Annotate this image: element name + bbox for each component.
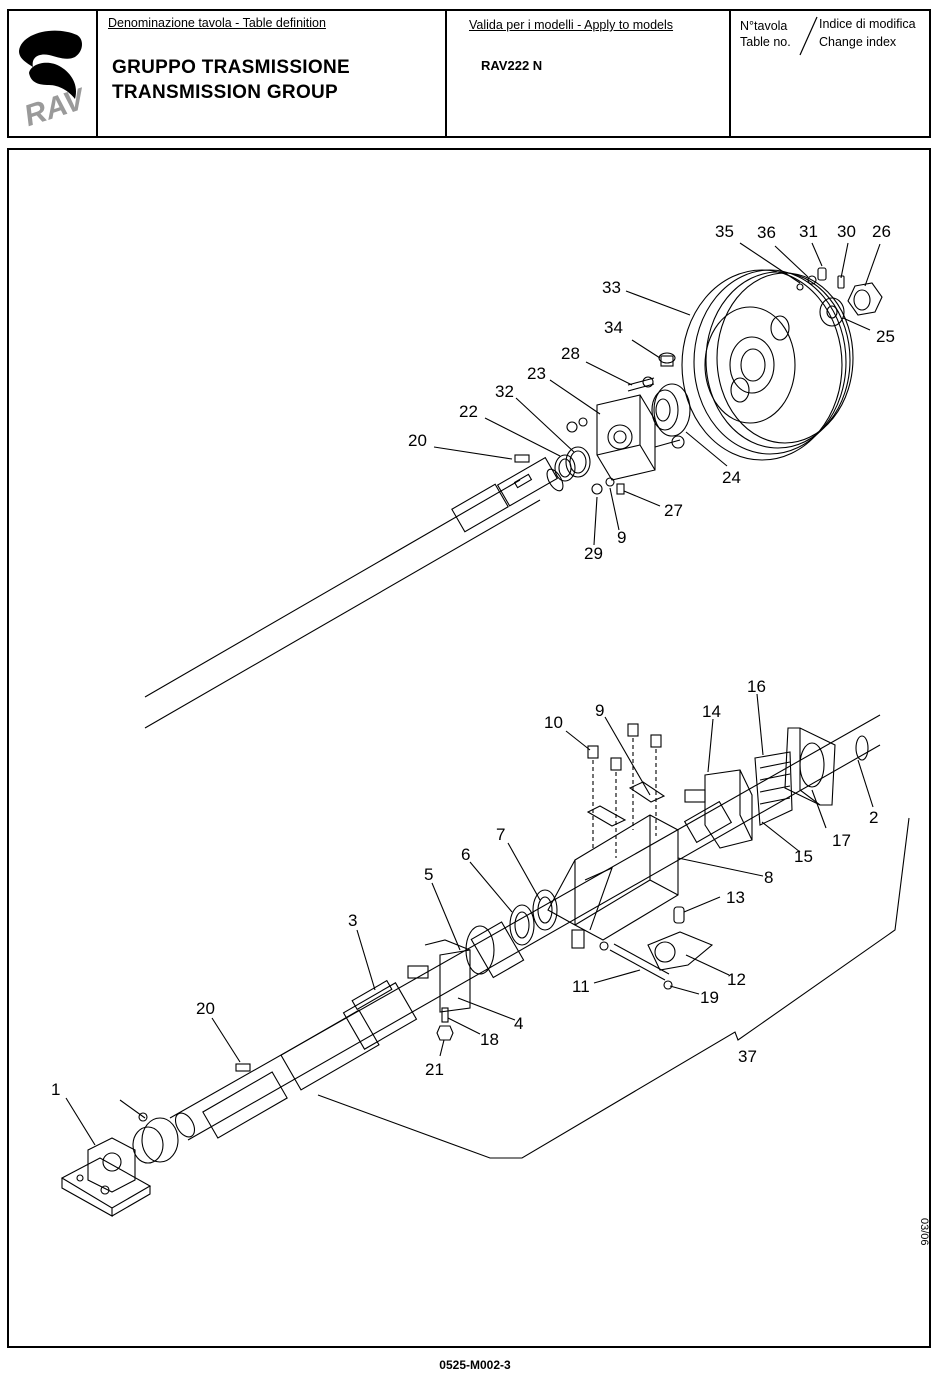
callout-21: 21 bbox=[425, 1060, 444, 1079]
ring-7 bbox=[509, 904, 535, 946]
bearing-24 bbox=[651, 383, 691, 437]
callout-20-upper: 20 bbox=[408, 431, 427, 450]
change-index-italian: Indice di modifica bbox=[819, 17, 916, 31]
callout-33: 33 bbox=[602, 278, 621, 297]
support-bracket-5 bbox=[407, 939, 471, 1013]
assembly-bracket-37 bbox=[317, 817, 910, 1159]
pulley-33 bbox=[681, 269, 854, 461]
callout-3: 3 bbox=[348, 911, 357, 930]
clamp-3 bbox=[351, 979, 393, 1011]
callout-35: 35 bbox=[715, 222, 734, 241]
model-name: RAV222 N bbox=[481, 58, 543, 73]
callout-10: 10 bbox=[544, 713, 563, 732]
drawing-code: 0525-M002-3 bbox=[439, 1358, 511, 1372]
callout-6: 6 bbox=[461, 845, 470, 864]
models-label: Valida per i modelli - Apply to models bbox=[469, 18, 674, 32]
callout-11: 11 bbox=[572, 977, 590, 996]
callout-18: 18 bbox=[480, 1030, 499, 1049]
models-cell: Valida per i modelli - Apply to models R… bbox=[447, 11, 731, 136]
callout-20-lower: 20 bbox=[196, 999, 215, 1018]
definition-label: Denominazione tavola - Table definition bbox=[108, 16, 326, 30]
callout-19: 19 bbox=[700, 988, 719, 1007]
callout-22: 22 bbox=[459, 402, 478, 421]
callout-25: 25 bbox=[876, 327, 895, 346]
callout-30: 30 bbox=[837, 222, 856, 241]
bearing-housing-23 bbox=[596, 394, 656, 481]
callout-15: 15 bbox=[794, 847, 813, 866]
table-no-italian: N°tavola bbox=[740, 19, 788, 33]
callout-13: 13 bbox=[726, 888, 745, 907]
callout-37: 37 bbox=[738, 1047, 757, 1066]
logo-cell: RAV bbox=[9, 11, 98, 136]
callout-17: 17 bbox=[832, 831, 851, 850]
washer-25 bbox=[819, 297, 845, 327]
callout-23: 23 bbox=[527, 364, 546, 383]
callout-5: 5 bbox=[424, 865, 433, 884]
key-upper bbox=[514, 454, 530, 463]
flange-17 bbox=[784, 727, 836, 806]
revision-date: 03/06 bbox=[918, 1218, 930, 1246]
gearbox-14 bbox=[683, 769, 753, 849]
callout-8: 8 bbox=[764, 868, 773, 887]
callout-27: 27 bbox=[664, 501, 683, 520]
callout-7: 7 bbox=[496, 825, 505, 844]
pin-13 bbox=[673, 906, 685, 924]
key-lower bbox=[235, 1063, 251, 1072]
definition-cell: Denominazione tavola - Table definition … bbox=[98, 11, 447, 136]
screws-10 bbox=[586, 723, 666, 858]
nut-26 bbox=[847, 282, 883, 316]
callout-26: 26 bbox=[872, 222, 891, 241]
change-index-english: Change index bbox=[819, 35, 897, 49]
callout-numbers: 35 36 31 30 26 33 25 34 28 23 32 22 20 2… bbox=[51, 222, 895, 1099]
callout-32: 32 bbox=[495, 382, 514, 401]
lower-shaft bbox=[169, 714, 881, 1141]
callout-1: 1 bbox=[51, 1080, 60, 1099]
leader-lines bbox=[65, 242, 881, 1146]
title-block: RAV Denominazione tavola - Table definit… bbox=[7, 9, 931, 138]
callout-31: 31 bbox=[799, 222, 818, 241]
housing-8 bbox=[547, 814, 679, 949]
ring-22 bbox=[554, 454, 576, 482]
upper-shaft bbox=[144, 456, 564, 729]
callout-2: 2 bbox=[869, 808, 878, 827]
table-no-english: Table no. bbox=[740, 35, 791, 49]
callout-9-upper: 9 bbox=[617, 528, 626, 547]
title-italian: GRUPPO TRASMISSIONE bbox=[112, 57, 350, 78]
title-english: TRANSMISSION GROUP bbox=[112, 82, 339, 103]
callout-29: 29 bbox=[584, 544, 603, 563]
bushing-6 bbox=[465, 925, 495, 975]
callout-9-lower: 9 bbox=[595, 701, 604, 720]
callout-36: 36 bbox=[757, 223, 776, 242]
base-bracket-1 bbox=[60, 1099, 179, 1217]
rav-logo: RAV bbox=[19, 30, 91, 133]
callout-34: 34 bbox=[604, 318, 623, 337]
divider-slash bbox=[799, 16, 818, 56]
clamp-12 bbox=[647, 931, 714, 971]
ring-32 bbox=[565, 446, 591, 478]
callout-24: 24 bbox=[722, 468, 741, 487]
callout-28: 28 bbox=[561, 344, 580, 363]
table-number-cell: N°tavola Table no. Indice di modifica Ch… bbox=[731, 11, 929, 136]
drawing-frame bbox=[7, 148, 931, 1348]
callout-14: 14 bbox=[702, 702, 721, 721]
callout-4: 4 bbox=[514, 1014, 523, 1033]
callout-16: 16 bbox=[747, 677, 766, 696]
callout-12: 12 bbox=[727, 970, 746, 989]
